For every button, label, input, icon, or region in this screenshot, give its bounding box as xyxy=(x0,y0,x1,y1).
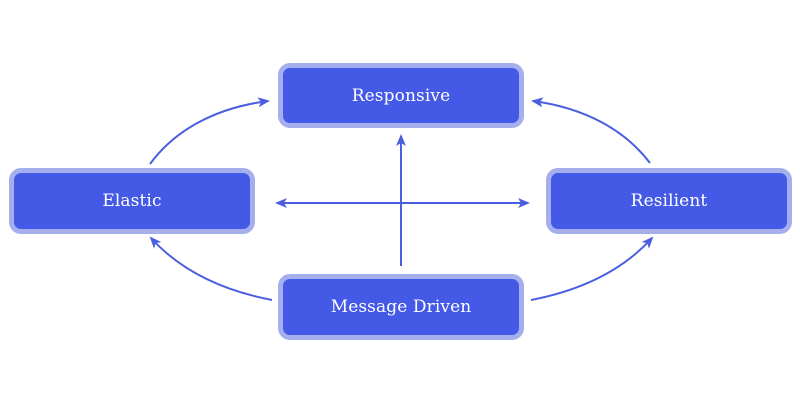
edge-resilient-to-responsive xyxy=(531,97,651,164)
node-resilient-label: Resilient xyxy=(630,191,708,211)
node-message-driven: Message Driven xyxy=(278,274,524,340)
edge-elastic-to-responsive xyxy=(149,97,270,165)
node-elastic-label: Elastic xyxy=(102,191,162,211)
node-responsive-label: Responsive xyxy=(351,85,451,106)
edge-message-to-resilient xyxy=(530,236,654,301)
node-elastic: Elastic xyxy=(9,168,255,234)
edge-message-to-elastic xyxy=(149,236,273,301)
node-responsive: Responsive xyxy=(278,63,524,128)
node-message-driven-label: Message Driven xyxy=(330,297,472,317)
node-resilient: Resilient xyxy=(546,168,792,234)
